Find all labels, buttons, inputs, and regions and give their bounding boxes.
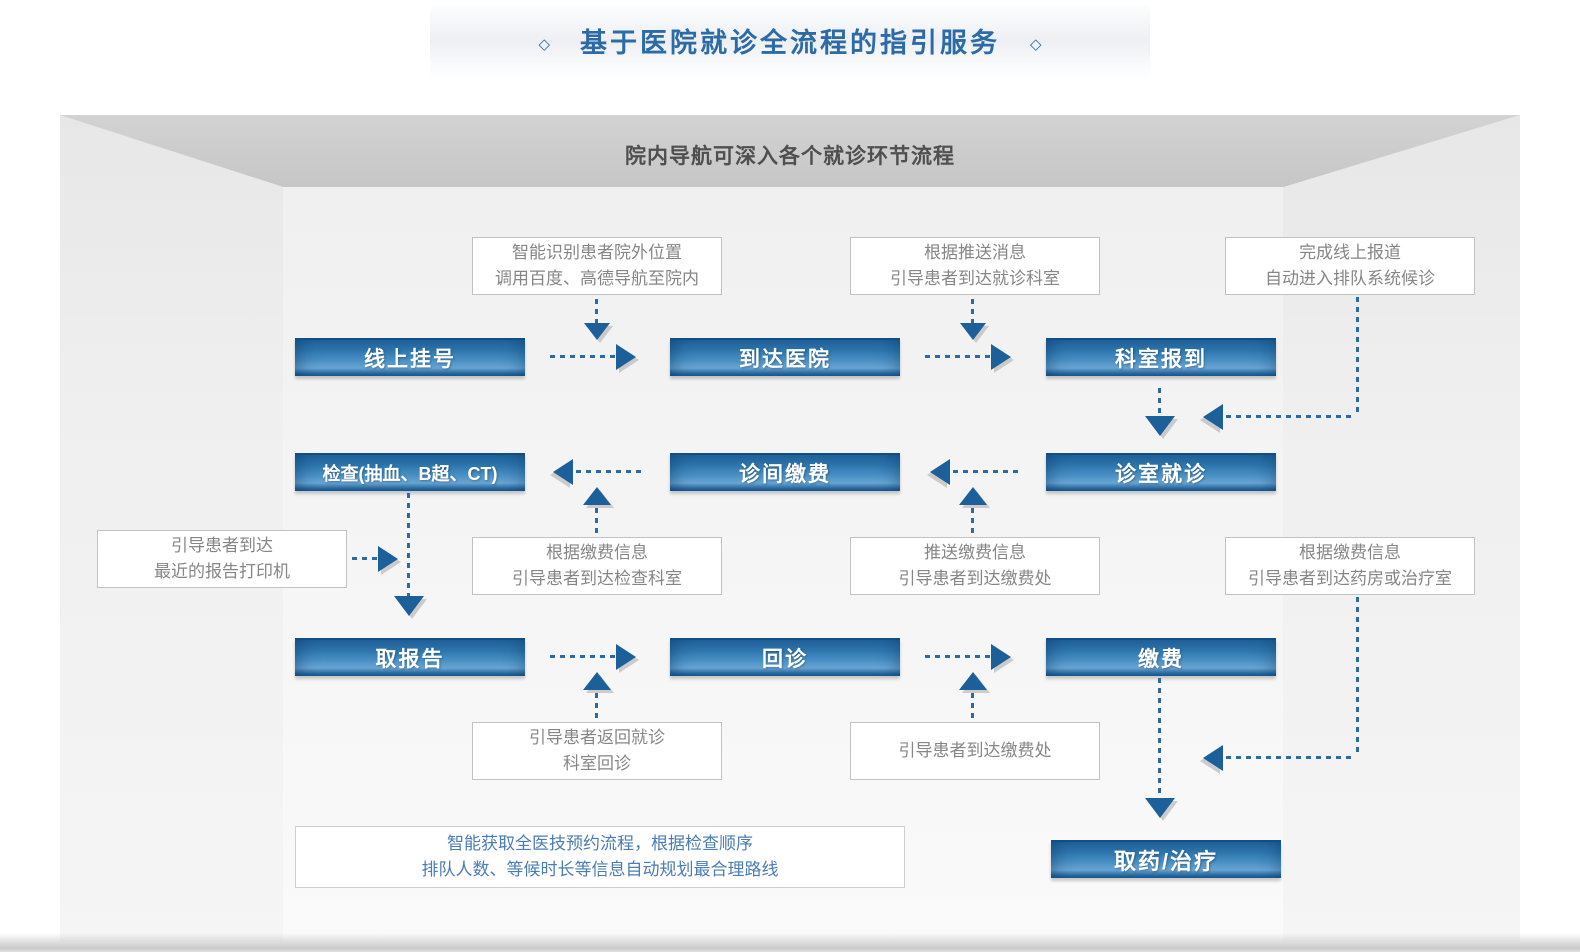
note-line: 完成线上报道 xyxy=(1299,242,1401,262)
flow-box-clinic-payment: 诊间缴费 xyxy=(670,453,900,491)
dashed-line xyxy=(550,355,616,358)
note-return-to-department: 引导患者返回就诊 科室回诊 xyxy=(472,722,722,780)
note-line: 引导患者到达 xyxy=(171,535,273,555)
flow-box-pharmacy-treatment: 取药/治疗 xyxy=(1051,840,1281,878)
note-line: 推送缴费信息 xyxy=(924,542,1026,562)
arrow-down-icon xyxy=(1145,416,1175,436)
arrow-left-icon xyxy=(1203,745,1223,771)
flow-box-examination: 检查(抽血、B超、CT) xyxy=(295,453,525,491)
dashed-line xyxy=(595,693,598,719)
note-line: 根据缴费信息 xyxy=(546,542,648,562)
dashed-line xyxy=(1158,678,1161,798)
note-line: 智能获取全医技预约流程，根据检查顺序 xyxy=(447,833,753,853)
floor-shadow-strip xyxy=(0,933,1580,952)
note-report-printer: 引导患者到达 最近的报告打印机 xyxy=(97,530,347,588)
arrow-right-icon xyxy=(378,546,398,572)
note-locate-patient-outside: 智能识别患者院外位置 调用百度、高德导航至院内 xyxy=(472,237,722,295)
note-line: 智能识别患者院外位置 xyxy=(512,242,682,262)
note-line: 引导患者到达缴费处 xyxy=(898,569,1052,588)
arrow-down-icon xyxy=(394,596,424,616)
note-line: 根据缴费信息 xyxy=(1299,542,1401,562)
dashed-line xyxy=(407,493,410,596)
page-title: ◇ 基于医院就诊全流程的指引服务 ◇ xyxy=(0,0,1580,96)
diamond-icon: ◇ xyxy=(1030,36,1042,53)
dashed-line xyxy=(1356,597,1359,755)
dashed-line xyxy=(1226,415,1356,418)
note-line: 引导患者到达检查科室 xyxy=(512,569,682,588)
dashed-line xyxy=(576,470,644,473)
arrow-up-icon xyxy=(959,487,987,505)
dashed-line xyxy=(971,508,974,534)
note-payment-info-to-exam: 根据缴费信息 引导患者到达检查科室 xyxy=(472,537,722,595)
arrow-up-icon xyxy=(583,487,611,505)
note-line: 引导患者到达药房或治疗室 xyxy=(1248,569,1452,588)
note-payment-info-to-pharmacy: 根据缴费信息 引导患者到达药房或治疗室 xyxy=(1225,537,1475,595)
dashed-line xyxy=(971,299,974,323)
arrow-down-icon xyxy=(1145,798,1175,818)
note-line: 根据推送消息 xyxy=(924,242,1026,262)
arrow-left-icon xyxy=(930,459,950,485)
note-line: 引导患者到达缴费处 xyxy=(898,740,1052,760)
note-line: 排队人数、等候时长等信息自动规划最合理路线 xyxy=(421,860,779,879)
title-line: ◇ 基于医院就诊全流程的指引服务 ◇ xyxy=(0,0,1580,86)
arrow-left-icon xyxy=(1203,404,1223,430)
arrow-up-icon xyxy=(959,672,987,690)
perspective-top-banner: 院内导航可深入各个就诊环节流程 xyxy=(60,115,1520,187)
arrow-right-icon xyxy=(991,344,1011,370)
flow-box-arrive-hospital: 到达医院 xyxy=(670,338,900,376)
note-smart-route-planning: 智能获取全医技预约流程，根据检查顺序 排队人数、等候时长等信息自动规划最合理路线 xyxy=(295,826,905,888)
dashed-line xyxy=(953,470,1021,473)
dashed-line xyxy=(1356,297,1359,416)
dashed-line xyxy=(595,299,598,323)
note-guide-to-cashier: 引导患者到达缴费处 xyxy=(850,722,1100,780)
dashed-line xyxy=(925,655,991,658)
flow-box-payment: 缴费 xyxy=(1046,638,1276,676)
stage-back-wall xyxy=(283,187,1283,942)
note-line: 调用百度、高德导航至院内 xyxy=(495,269,699,288)
flow-box-get-report: 取报告 xyxy=(295,638,525,676)
arrow-right-icon xyxy=(616,344,636,370)
dashed-line xyxy=(550,655,616,658)
dashed-line xyxy=(595,508,598,534)
note-online-checkin-queue: 完成线上报道 自动进入排队系统候诊 xyxy=(1225,237,1475,295)
note-line: 科室回诊 xyxy=(563,754,631,773)
flow-box-online-registration: 线上挂号 xyxy=(295,338,525,376)
dashed-line xyxy=(1158,388,1161,416)
flow-box-department-checkin: 科室报到 xyxy=(1046,338,1276,376)
note-line: 引导患者返回就诊 xyxy=(529,727,665,747)
note-line: 自动进入排队系统候诊 xyxy=(1265,269,1435,288)
dashed-line xyxy=(971,693,974,719)
arrow-right-icon xyxy=(616,644,636,670)
dashed-line xyxy=(352,557,378,560)
note-push-payment-info: 推送缴费信息 引导患者到达缴费处 xyxy=(850,537,1100,595)
note-line: 引导患者到达就诊科室 xyxy=(890,269,1060,288)
arrow-down-icon xyxy=(584,323,610,340)
title-text: 基于医院就诊全流程的指引服务 xyxy=(580,28,1000,58)
dashed-line xyxy=(925,355,991,358)
diagram-subtitle: 院内导航可深入各个就诊环节流程 xyxy=(625,145,955,168)
flow-box-return-visit: 回诊 xyxy=(670,638,900,676)
note-push-message-guide: 根据推送消息 引导患者到达就诊科室 xyxy=(850,237,1100,295)
arrow-down-icon xyxy=(960,323,986,340)
flow-box-consulting-room-visit: 诊室就诊 xyxy=(1046,453,1276,491)
diamond-icon: ◇ xyxy=(538,36,550,53)
arrow-up-icon xyxy=(583,672,611,690)
arrow-left-icon xyxy=(553,459,573,485)
note-line: 最近的报告打印机 xyxy=(154,562,290,581)
title-ribbon xyxy=(430,6,1150,80)
dashed-line xyxy=(1226,756,1356,759)
arrow-right-icon xyxy=(991,644,1011,670)
